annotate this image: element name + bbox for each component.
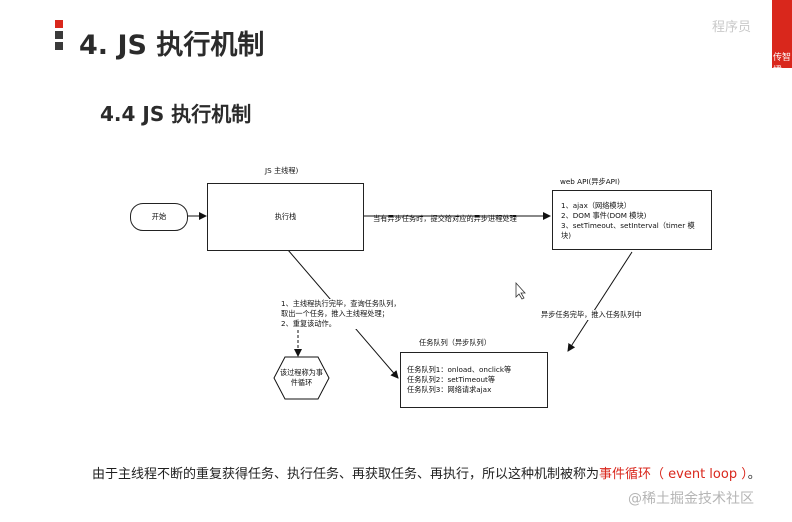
web-api-item: 块) (561, 231, 571, 240)
title-decoration (55, 20, 63, 53)
logo-brand-text: 程序员 (712, 20, 752, 35)
web-api-item: 3、setTimeout、setInterval（timer 模 (561, 221, 695, 230)
task-queue-box: 任务队列1：onload、onclick等 任务队列2：setTimeout等 … (400, 352, 548, 408)
bottom-text-main: 由于主线程不断的重复获得任务、执行任务、再获取任务、再执行，所以这种机制被称为 (92, 467, 600, 482)
cursor-icon (515, 281, 526, 300)
event-loop-label: 该过程称为事 件循环 (274, 368, 329, 388)
loop-step: 取出一个任务，推入主线程处理； (281, 309, 389, 318)
queue-item: 任务队列1：onload、onclick等 (407, 365, 512, 374)
slide-title: 4. JS 执行机制 (79, 30, 265, 61)
section-title: 4.4 JS 执行机制 (100, 102, 252, 126)
async-submit-label: 当有异步任务时，提交给对应的异步进程处理 (373, 214, 517, 223)
queue-item: 任务队列3：网络请求ajax (407, 385, 492, 394)
web-api-box: 1、ajax（网络模块） 2、DOM 事件(DOM 模块) 3、setTimeo… (552, 190, 712, 250)
web-api-item: 1、ajax（网络模块） (561, 201, 631, 210)
web-api-label: web API(异步API) (560, 177, 620, 186)
call-stack-box: 执行栈 (207, 183, 364, 251)
start-node: 开始 (130, 203, 188, 231)
start-label: 开始 (151, 212, 167, 221)
web-api-item: 2、DOM 事件(DOM 模块) (561, 211, 647, 220)
async-done-label: 异步任务完毕，推入任务队列中 (541, 310, 642, 320)
call-stack-label: 执行栈 (274, 212, 297, 221)
loop-step: 1、主线程执行完毕，查询任务队列， (281, 299, 401, 308)
queue-label: 任务队列（异步队列） (419, 338, 491, 347)
arrow-webapi-to-queue (567, 251, 633, 352)
bottom-text-end: 。 (747, 467, 761, 482)
event-loop-shape (273, 356, 330, 400)
main-thread-label: JS 主线程) (265, 166, 299, 175)
loop-steps: 1、主线程执行完毕，查询任务队列， 取出一个任务，推入主线程处理； 2、重复该动… (281, 299, 401, 329)
logo: 传智播 (772, 0, 792, 68)
queue-item: 任务队列2：setTimeout等 (407, 375, 496, 384)
loop-step: 2、重复该动作。 (281, 319, 336, 328)
bottom-text: 由于主线程不断的重复获得任务、执行任务、再获取任务、再执行，所以这种机制被称为事… (92, 463, 761, 482)
logo-sub-text: 传智播 (773, 53, 792, 68)
watermark: @稀土掘金技术社区 (628, 491, 754, 507)
event-loop-line: 该过程称为事 (279, 368, 324, 377)
bottom-text-highlight: 事件循环（ event loop ） (599, 467, 748, 482)
event-loop-line: 件循环 (290, 378, 313, 387)
